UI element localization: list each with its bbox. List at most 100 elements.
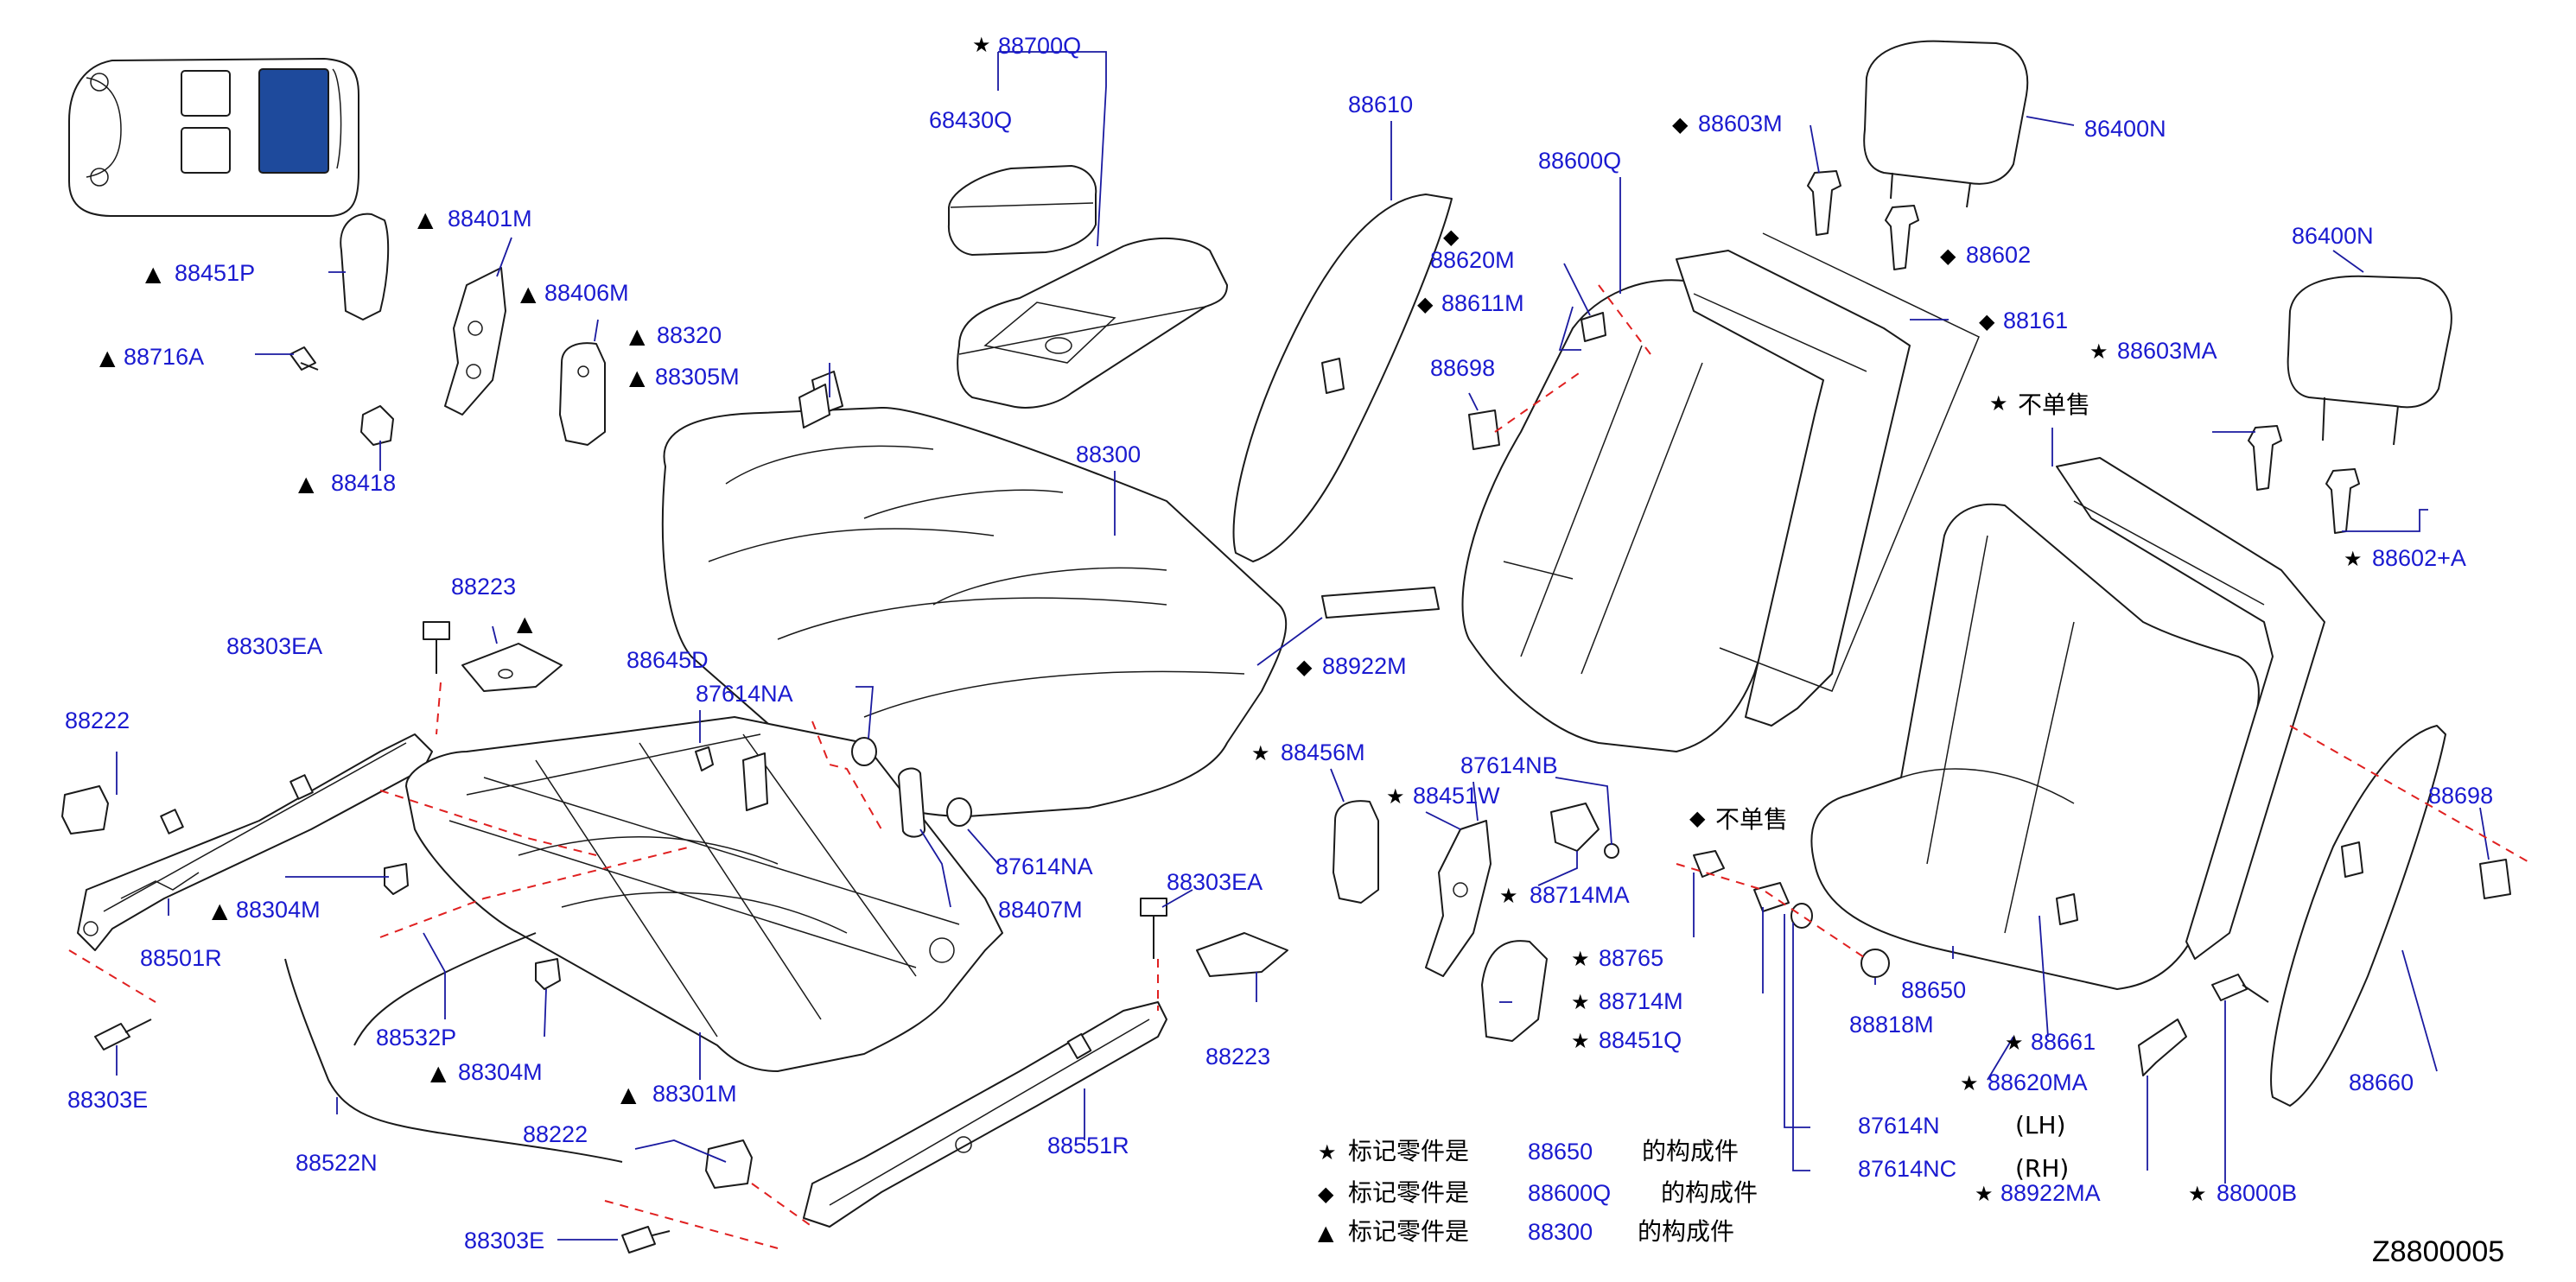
marker-triangle: ▲: [212, 898, 228, 923]
part-label-88611M[interactable]: 88611M: [1441, 290, 1524, 316]
part-label-88922MA[interactable]: 88922MA: [2000, 1180, 2101, 1206]
part-label-88303E-left[interactable]: 88303E: [67, 1087, 148, 1113]
marker-star: ★: [2188, 1182, 2207, 1206]
part-label-88714MA[interactable]: 88714MA: [1530, 882, 1630, 908]
center-hinge-parts: [1333, 800, 1813, 1042]
part-label-87614NA-top[interactable]: 87614NA: [696, 681, 793, 707]
marker-star: ★: [1251, 741, 1270, 765]
part-label-88603M[interactable]: 88603M: [1698, 111, 1783, 136]
marker-triangle: ▲: [629, 324, 646, 348]
part-label-88610[interactable]: 88610: [1348, 92, 1413, 117]
marker-diamond: ◆: [1296, 655, 1313, 679]
part-label-88401M[interactable]: 88401M: [448, 206, 532, 232]
marker-triangle: ▲: [430, 1061, 447, 1085]
part-label-68430Q[interactable]: 68430Q: [929, 107, 1012, 133]
part-label-88501R[interactable]: 88501R: [140, 945, 222, 971]
legend-suffix: 的构成件: [1661, 1178, 1758, 1207]
part-label-88532P[interactable]: 88532P: [376, 1025, 456, 1050]
part-label-88602[interactable]: 88602: [1966, 242, 2031, 268]
marker-star: ★: [2344, 547, 2363, 571]
part-label-88600Q[interactable]: 88600Q: [1538, 148, 1621, 174]
marker-diamond: ◆: [1979, 309, 1995, 333]
part-label-86400N-right[interactable]: 86400N: [2292, 223, 2374, 249]
part-label-87614NC[interactable]: 87614NC: [1858, 1156, 1956, 1182]
legend-part[interactable]: 88300: [1528, 1219, 1593, 1245]
marker-star: ★: [1499, 884, 1518, 908]
legend-part[interactable]: 88600Q: [1528, 1180, 1611, 1206]
part-label-88222-bottom[interactable]: 88222: [523, 1121, 588, 1147]
part-label-88603MA[interactable]: 88603MA: [2117, 338, 2217, 364]
marker-star: ★: [1386, 784, 1405, 809]
alignment-dashed-lines: [68, 284, 2533, 1249]
legend-row: ▲ 标记零件是 88300 的构成件: [1318, 1217, 1734, 1246]
part-labels: ★ 88700Q 68430Q 88610 88600Q ◆ 88603M 86…: [65, 33, 2493, 1253]
lh-note: (LH): [2015, 1111, 2066, 1139]
part-label-88714M[interactable]: 88714M: [1599, 988, 1683, 1014]
part-label-88456M[interactable]: 88456M: [1281, 739, 1365, 765]
part-label-88818M[interactable]: 88818M: [1849, 1012, 1934, 1038]
part-label-88304M-center[interactable]: 88304M: [458, 1059, 543, 1085]
part-label-88451W[interactable]: 88451W: [1413, 783, 1500, 809]
legend-part[interactable]: 88650: [1528, 1139, 1593, 1165]
part-label-88661[interactable]: 88661: [2031, 1029, 2096, 1055]
part-label-88303EA-top[interactable]: 88303EA: [226, 633, 322, 659]
part-label-88765[interactable]: 88765: [1599, 945, 1663, 971]
marker-diamond: ◆: [1672, 112, 1689, 136]
marker-star: ★: [1975, 1182, 1994, 1206]
marker-triangle: ▲: [620, 1082, 637, 1107]
leader-lines: [116, 51, 2490, 1241]
part-label-88451Q[interactable]: 88451Q: [1599, 1027, 1682, 1053]
part-label-88602-plus-A[interactable]: 88602+A: [2372, 545, 2466, 571]
part-label-88418[interactable]: 88418: [331, 470, 396, 496]
legend-row: ★ 标记零件是 88650 的构成件: [1318, 1137, 1739, 1165]
seat-rail-right: [803, 1001, 1167, 1228]
part-label-88300[interactable]: 88300: [1076, 441, 1141, 467]
legend: ★ 标记零件是 88650 的构成件 ◆ 标记零件是 88600Q 的构成件 ▲…: [1318, 1137, 1758, 1246]
marker-triangle: ▲: [145, 262, 162, 286]
part-label-88301M[interactable]: 88301M: [652, 1081, 737, 1107]
part-label-87614NA-bottom[interactable]: 87614NA: [995, 854, 1093, 879]
part-label-88551R[interactable]: 88551R: [1047, 1133, 1129, 1158]
part-label-88303EA-lower[interactable]: 88303EA: [1167, 869, 1263, 895]
marker-triangle: ▲: [417, 207, 434, 232]
marker-star: ★: [1989, 391, 2008, 416]
rear-seat-highlight: [258, 68, 329, 174]
part-label-88320[interactable]: 88320: [657, 322, 722, 348]
part-label-88451P[interactable]: 88451P: [175, 260, 255, 286]
part-label-88161[interactable]: 88161: [2003, 308, 2068, 333]
marker-triangle: ▲: [517, 612, 533, 636]
marker-triangle: ▲: [520, 282, 537, 306]
part-label-88305M[interactable]: 88305M: [655, 364, 740, 390]
part-label-88522N[interactable]: 88522N: [296, 1150, 378, 1176]
seat-cushion-frame: [405, 716, 1003, 1072]
part-label-88223-lower[interactable]: 88223: [1205, 1044, 1270, 1069]
part-label-88304M-left[interactable]: 88304M: [236, 897, 321, 923]
part-label-86400N-top[interactable]: 86400N: [2084, 116, 2166, 142]
part-label-88645D[interactable]: 88645D: [627, 647, 709, 673]
part-label-88222-left[interactable]: 88222: [65, 708, 130, 733]
part-label-88000B[interactable]: 88000B: [2217, 1180, 2297, 1206]
not-sold-separately-note: 不单售: [1715, 805, 1788, 834]
part-label-88223-top[interactable]: 88223: [451, 574, 516, 600]
marker-diamond: ◆: [1443, 225, 1460, 249]
part-label-88650[interactable]: 88650: [1901, 977, 1966, 1003]
part-label-88700Q[interactable]: 88700Q: [998, 33, 1081, 59]
part-label-88716A[interactable]: 88716A: [124, 344, 204, 370]
part-label-88698-left[interactable]: 88698: [1430, 355, 1495, 381]
marker-star: ★: [1960, 1071, 1979, 1095]
part-label-87614N[interactable]: 87614N: [1858, 1113, 1940, 1139]
seatback-left-assembly: [1232, 194, 1980, 752]
part-label-88406M[interactable]: 88406M: [544, 280, 629, 306]
marker-diamond: ◆: [1689, 806, 1706, 830]
marker-star: ★: [972, 33, 991, 57]
part-label-87614NB[interactable]: 87614NB: [1460, 752, 1558, 778]
part-label-88620M[interactable]: 88620M: [1430, 247, 1515, 273]
marker-star: ★: [2005, 1031, 2024, 1055]
part-label-88407M[interactable]: 88407M: [998, 897, 1083, 923]
part-label-88922M[interactable]: 88922M: [1322, 653, 1407, 679]
part-label-88620MA[interactable]: 88620MA: [1988, 1069, 2088, 1095]
part-label-88303E-bottom[interactable]: 88303E: [464, 1228, 544, 1253]
part-label-88660[interactable]: 88660: [2349, 1069, 2414, 1095]
marker-star: ★: [1571, 990, 1590, 1014]
part-label-88698-right[interactable]: 88698: [2428, 783, 2493, 809]
